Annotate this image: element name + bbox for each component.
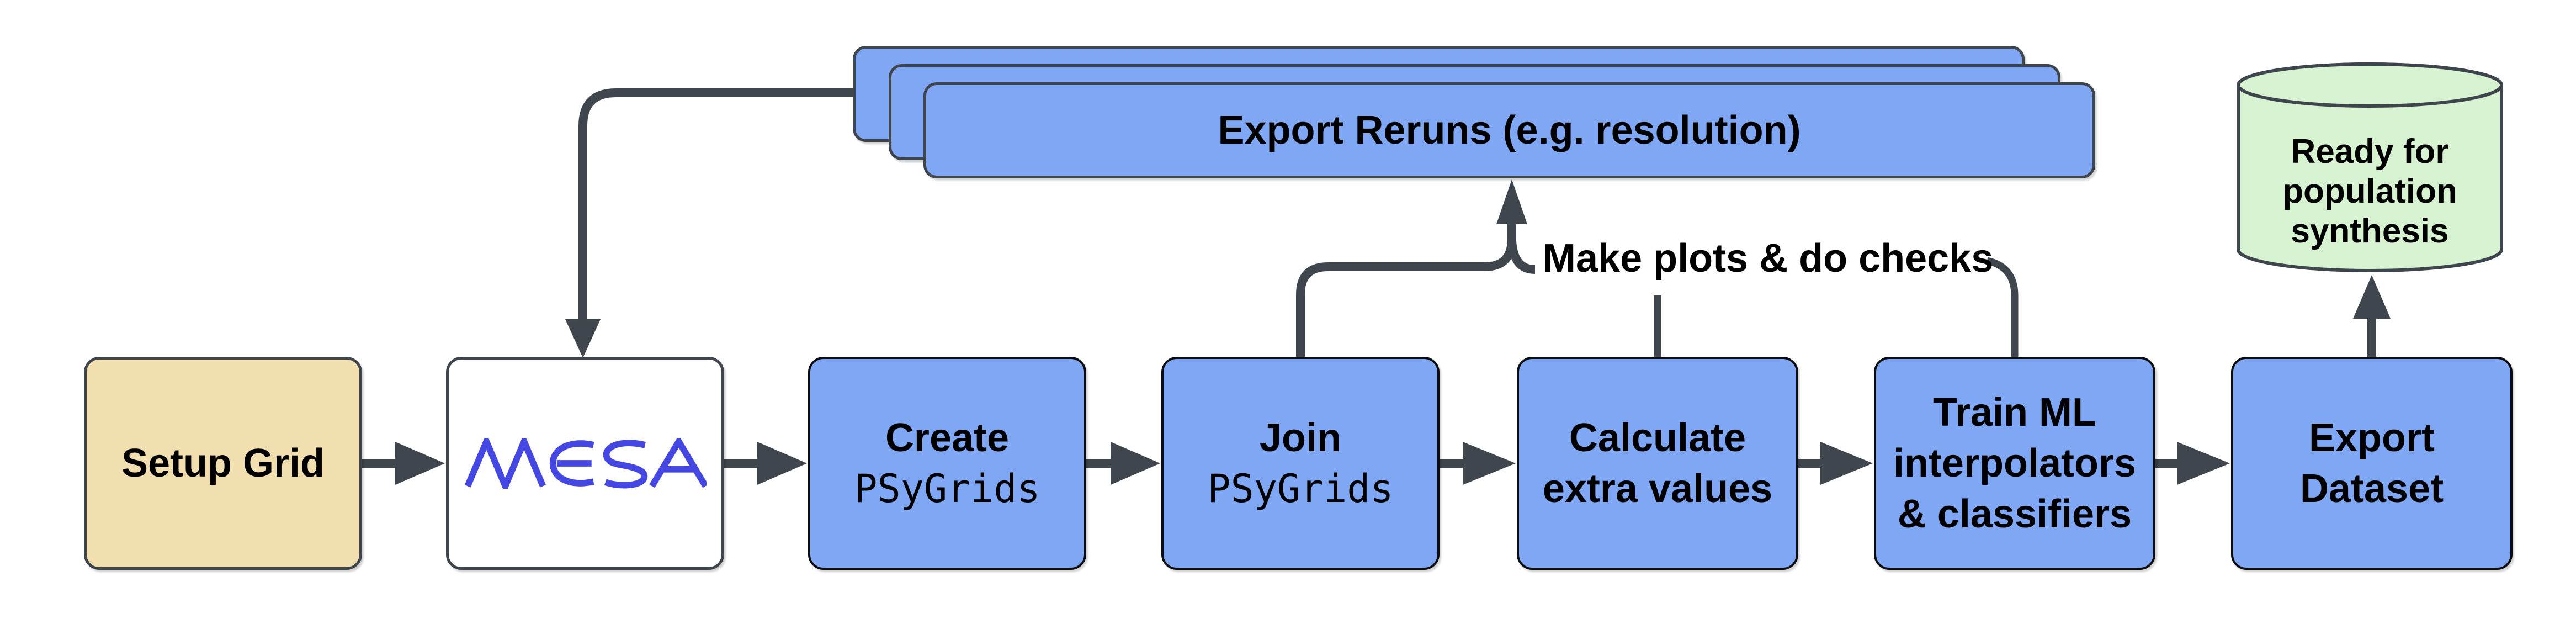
arrow-train-to-export [2155,442,2230,485]
create-psygrids-line1: Create [885,416,1010,460]
train-ml-line1: Train ML [1932,390,2096,435]
node-mesa [446,357,724,570]
calculate-line2: extra values [1542,467,1773,511]
join-psygrids-line2: PSyGrids [1207,466,1394,511]
join-psygrids-line1: Join [1259,416,1341,460]
arrow-export-to-database [2353,275,2391,357]
arrow-mesa-to-create [724,442,807,485]
arrow-reruns-to-mesa [565,88,853,358]
node-setup-grid: Setup Grid [84,357,362,570]
export-dataset-line1: Export [2308,416,2435,460]
node-join-psygrids: Join PSyGrids [1161,357,1440,570]
node-ready-database: Ready for population synthesis [2237,62,2503,273]
export-reruns-label: Export Reruns (e.g. resolution) [1218,108,1801,152]
ready-database-label: Ready for population synthesis [2237,110,2503,273]
node-calculate-extra-values: Calculate extra values [1517,357,1798,570]
node-train-ml: Train ML interpolators & classifiers [1874,357,2155,570]
arrow-join-to-reruns [1296,179,1536,357]
make-plots-annotation: Make plots & do checks [1543,236,1994,281]
arrow-setup-to-mesa [362,442,445,485]
export-reruns-card-front: Export Reruns (e.g. resolution) [923,82,2095,178]
junction-curl [1507,240,1536,274]
export-dataset-line2: Dataset [2299,467,2444,511]
ready-line3: synthesis [2291,212,2449,250]
leader-label-to-train [1986,257,2019,357]
node-create-psygrids: Create PSyGrids [808,357,1086,570]
arrow-calculate-to-train [1798,442,1873,485]
setup-grid-label: Setup Grid [121,441,325,485]
create-psygrids-line2: PSyGrids [854,466,1040,511]
calculate-line1: Calculate [1569,416,1746,460]
train-ml-line2: interpolators [1893,441,2137,485]
arrow-create-to-join [1086,442,1160,485]
ready-line2: population [2282,172,2457,210]
mesa-logo-icon [464,438,707,489]
train-ml-line3: & classifiers [1897,492,2132,536]
arrow-join-to-calculate [1440,442,1516,485]
database-cylinder-icon [2237,62,2503,272]
node-export-dataset: Export Dataset [2231,357,2513,570]
ready-line1: Ready for [2291,133,2449,171]
